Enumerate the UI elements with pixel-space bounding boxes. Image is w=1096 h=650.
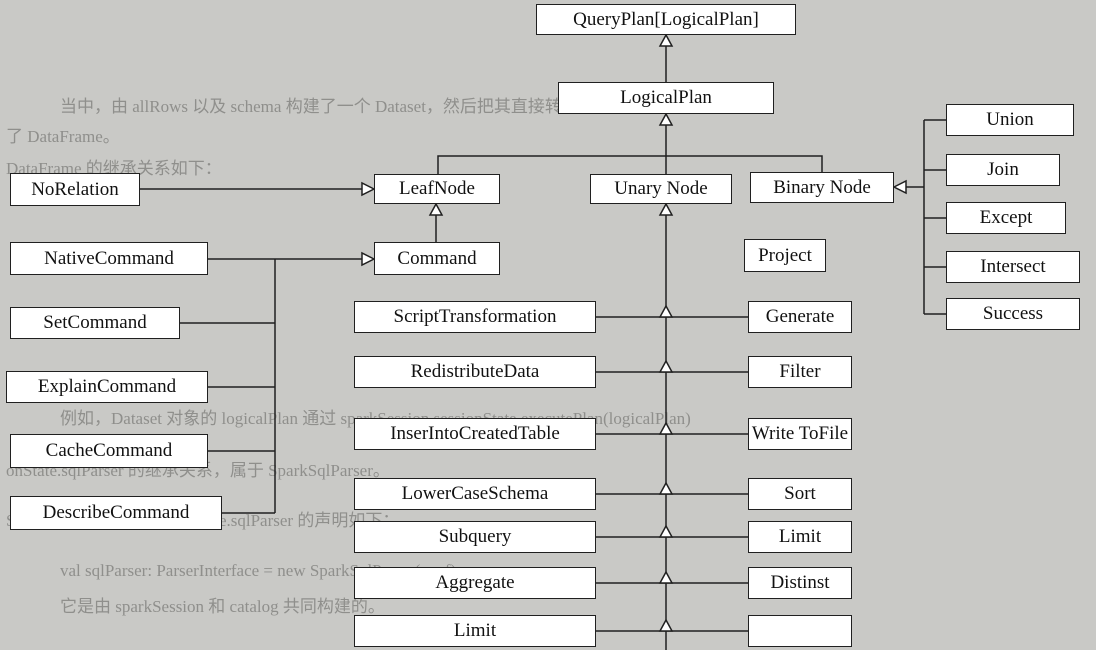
- unary-arrowhead: [658, 481, 674, 495]
- binary-success: Success: [946, 298, 1080, 330]
- unary-subquery: Subquery: [354, 521, 596, 553]
- unary-generate: Generate: [748, 301, 852, 333]
- arrowhead-unarynode: [658, 202, 674, 216]
- command-norelation: NoRelation: [10, 173, 140, 206]
- unary-arrowhead: [658, 359, 674, 373]
- arrowhead-leafnode: [361, 181, 376, 197]
- bg-text-line: 当中，由 allRows 以及 schema 构建了一个 Dataset，然后把…: [60, 97, 693, 116]
- arrowhead-leafnode-top: [428, 202, 444, 216]
- unary-sample: Distinst: [748, 567, 852, 599]
- bg-text-line: DataFrame 的继承关系如下：: [6, 159, 222, 178]
- unary-inserintocreatedtable: InserIntoCreatedTable: [354, 418, 596, 450]
- unary-aggregate: Aggregate: [354, 567, 596, 599]
- unary-arrowhead: [658, 618, 674, 632]
- unary-limit-right: Limit: [748, 521, 852, 553]
- command-nativecommand: NativeCommand: [10, 242, 208, 275]
- unary-scripttransformation: ScriptTransformation: [354, 301, 596, 333]
- unary-arrowhead: [658, 304, 674, 318]
- leaf-node: LeafNode: [374, 174, 500, 204]
- unary-arrowhead: [658, 570, 674, 584]
- bg-text-line: 了 DataFrame。: [6, 127, 120, 146]
- arrowhead-queryplan: [658, 33, 674, 47]
- command-describecommand: DescribeCommand: [10, 496, 222, 530]
- binary-join: Join: [946, 154, 1060, 186]
- arrowhead-command: [361, 251, 376, 267]
- binary-except: Except: [946, 202, 1066, 234]
- unary-writetofile: Write ToFile: [748, 418, 852, 450]
- binary-node: Binary Node: [750, 172, 894, 203]
- unary-arrowhead: [658, 524, 674, 538]
- unary-arrowhead: [658, 421, 674, 435]
- unary-limit-left: Limit: [354, 615, 596, 647]
- arrowhead-logicalplan: [658, 112, 674, 126]
- binary-intersect: Intersect: [946, 251, 1080, 283]
- unary-node: Unary Node: [590, 174, 732, 204]
- unary-sort: Sort: [748, 478, 852, 510]
- unary-filter: Filter: [748, 356, 852, 388]
- query-plan-node: QueryPlan[LogicalPlan]: [536, 4, 796, 35]
- unary-project: Project: [744, 239, 826, 272]
- bg-text-line: 它是由 sparkSession 和 catalog 共同构建的。: [60, 597, 385, 616]
- command-cachecommand: CacheCommand: [10, 434, 208, 468]
- binary-union: Union: [946, 104, 1074, 136]
- arrowhead-binarynode: [892, 179, 907, 195]
- logical-plan-node: LogicalPlan: [558, 82, 774, 114]
- command-node: Command: [374, 242, 500, 275]
- unary-lowercaseschema: LowerCaseSchema: [354, 478, 596, 510]
- unary-distinst: [748, 615, 852, 647]
- connector-nodes-bus: [437, 155, 823, 174]
- command-explaincommand: ExplainCommand: [6, 371, 208, 403]
- command-setcommand: SetCommand: [10, 307, 180, 339]
- unary-redistributedata: RedistributeData: [354, 356, 596, 388]
